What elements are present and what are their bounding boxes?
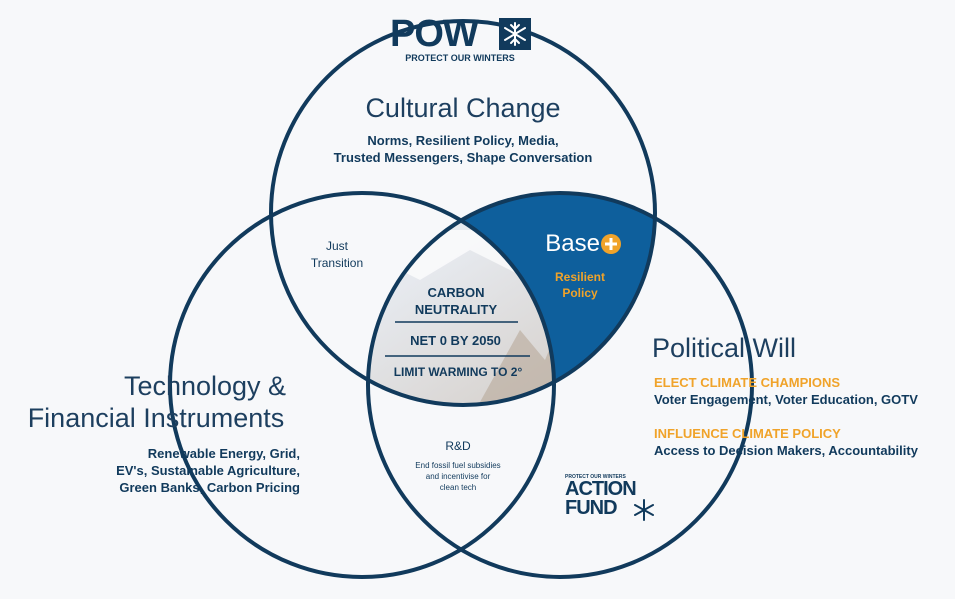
technology-line-1: Renewable Energy, Grid, [147, 446, 300, 461]
action-fund-logo: PROTECT OUR WINTERS ACTION FUND [565, 474, 660, 518]
base-label: Base [545, 230, 600, 257]
rd-line-3: clean tech [439, 483, 477, 492]
action-fund-top: PROTECT OUR WINTERS [565, 474, 626, 480]
technology-title-line-1: Technology & [123, 371, 287, 401]
action-fund-snowflake-icon [634, 499, 654, 521]
pow-logo: POW [390, 14, 500, 54]
political-will-title: Political Will [652, 333, 797, 363]
rd-title: R&D [445, 439, 471, 453]
circle-technology [168, 191, 556, 579]
action-fund-line-2: FUND [565, 497, 618, 519]
base-plus-icon [601, 234, 621, 254]
action-fund-line-1: ACTION [565, 478, 637, 500]
rd-line-2: and incentivise for [425, 472, 491, 481]
rd-line-1: End fossil fuel subsidies [415, 461, 501, 470]
just-transition-line-2: Transition [310, 256, 364, 270]
political-heading-1: ELECT CLIMATE CHAMPIONS [654, 375, 841, 390]
political-line-1: Voter Engagement, Voter Education, GOTV [654, 392, 918, 407]
center-line-neutrality: NEUTRALITY [414, 302, 498, 317]
circle-political-will [366, 191, 754, 579]
technology-title-line-2: Financial Instruments [27, 403, 285, 433]
center-line-limit-warming: LIMIT WARMING TO 2° [393, 365, 523, 379]
political-line-2: Access to Decision Makers, Accountabilit… [654, 443, 918, 458]
circle-cultural-change [269, 19, 657, 407]
technology-line-2: EV's, Sustainable Agriculture, [116, 463, 300, 478]
cultural-change-title: Cultural Change [365, 93, 561, 123]
political-heading-2: INFLUENCE CLIMATE POLICY [654, 426, 841, 441]
cultural-change-line-2: Trusted Messengers, Shape Conversation [333, 150, 593, 165]
cultural-change-line-1: Norms, Resilient Policy, Media, [367, 133, 559, 148]
pow-snowflake-icon [499, 18, 531, 50]
center-line-net-zero: NET 0 BY 2050 [410, 333, 501, 348]
base-sub-line-1: Resilient [554, 270, 605, 284]
center-line-carbon: CARBON [427, 285, 485, 300]
base-sub-line-2: Policy [562, 286, 598, 300]
pow-logo-mark: POW [390, 13, 479, 55]
technology-line-3: Green Banks, Carbon Pricing [119, 480, 300, 495]
pow-logo-tagline: PROTECT OUR WINTERS [405, 53, 515, 63]
just-transition-line-1: Just [325, 239, 348, 253]
